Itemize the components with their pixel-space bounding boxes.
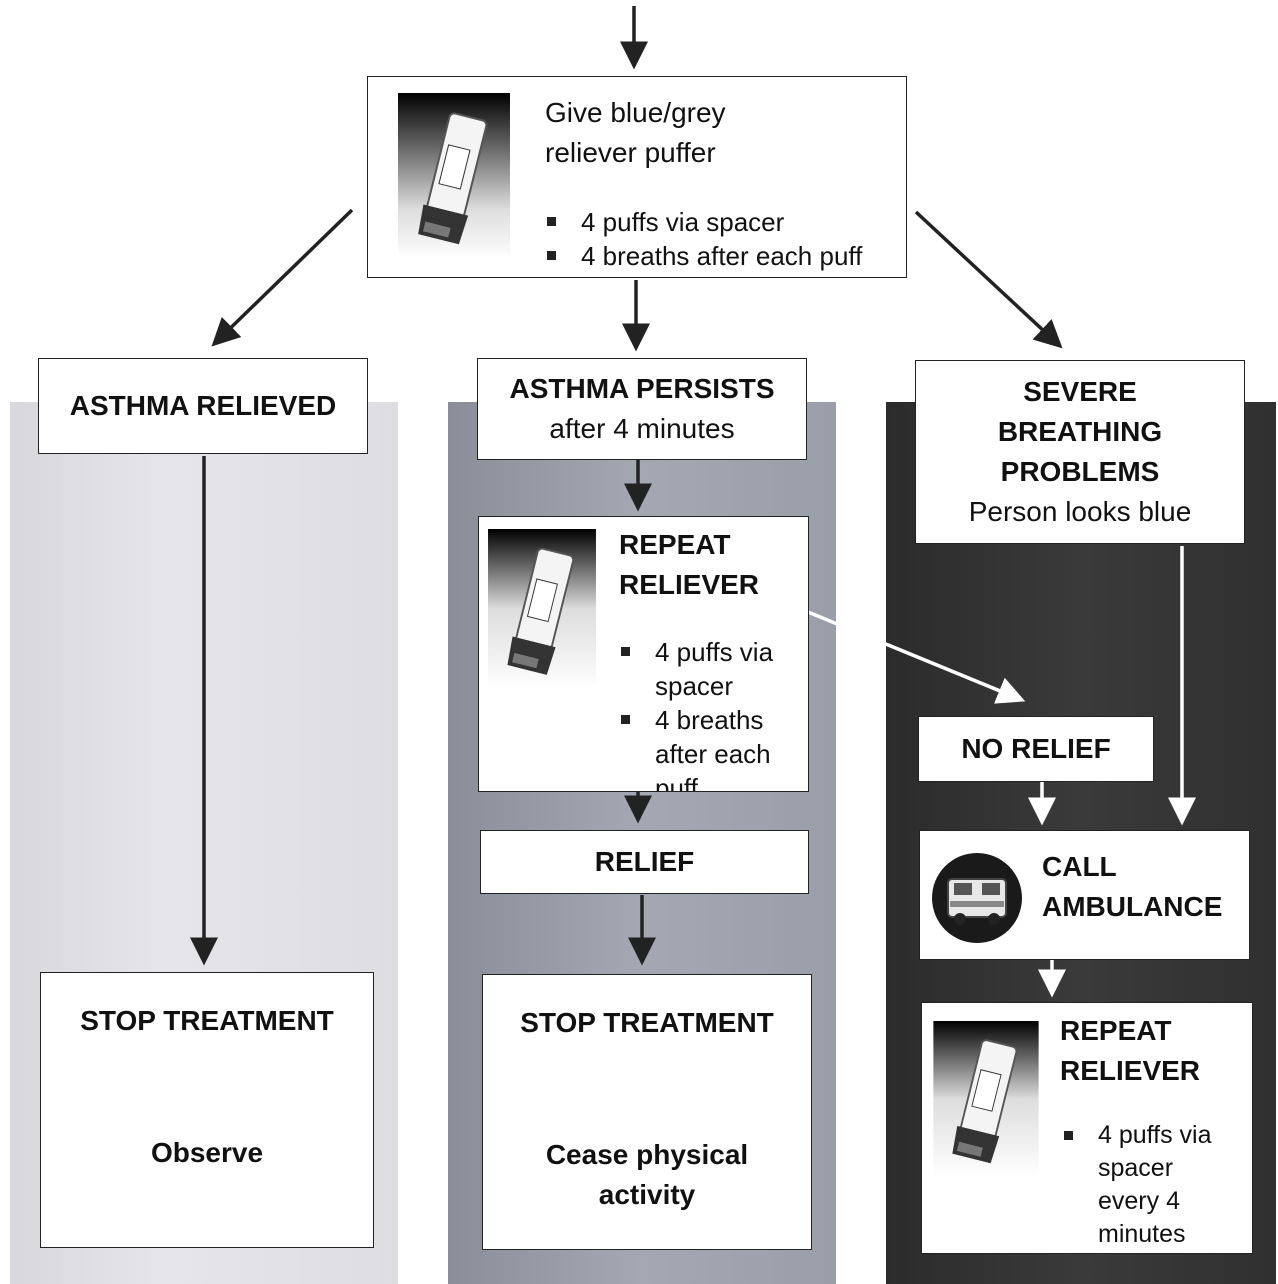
arrow-to-severe <box>914 210 1063 349</box>
give-reliever-title-line1: Give blue/grey <box>545 97 726 128</box>
relief-box: RELIEF <box>480 830 809 894</box>
give-reliever-box: Give blue/grey reliever puffer 4 puffs v… <box>367 76 907 278</box>
right-repeat-bullets: 4 puffs via spacer every 4 minutes <box>1062 1119 1226 1251</box>
middle-repeat-reliever-box: REPEAT RELIEVER 4 puffs via spacer 4 bre… <box>478 516 809 792</box>
asthma-persists-box: ASTHMA PERSISTS after 4 minutes <box>477 358 807 460</box>
stop-treatment-title: STOP TREATMENT <box>520 1007 774 1038</box>
right-repeat-line2: RELIEVER <box>1060 1055 1201 1086</box>
relief-label: RELIEF <box>594 846 695 877</box>
bullet-puffs: 4 puffs via spacer <box>545 205 862 239</box>
asthma-persists-label: ASTHMA PERSISTS <box>509 373 775 404</box>
asthma-relieved-label: ASTHMA RELIEVED <box>69 390 337 421</box>
after-minutes-label: after 4 minutes <box>549 413 735 444</box>
middle-stop-treatment-box: STOP TREATMENT Cease physical activity <box>482 974 812 1250</box>
call-line2: AMBULANCE <box>1042 891 1223 922</box>
call-ambulance-label: CALL AMBULANCE <box>1042 847 1222 927</box>
give-reliever-bullets: 4 puffs via spacer 4 breaths after each … <box>545 205 862 273</box>
arrow-repeat-to-no-relief <box>807 610 1026 704</box>
arrow-to-relieved <box>211 208 354 347</box>
middle-repeat-bullets: 4 puffs via spacer 4 breaths after each … <box>619 635 787 791</box>
cease-activity-line1: Cease physical <box>545 1139 749 1170</box>
call-ambulance-box: CALL AMBULANCE <box>919 830 1250 960</box>
bullet-breaths: 4 breaths after each puff <box>545 239 862 273</box>
cease-activity-line2: activity <box>598 1179 696 1210</box>
observe-note: Observe <box>150 1137 264 1168</box>
no-relief-label: NO RELIEF <box>961 733 1111 764</box>
ambulance-icon <box>932 853 1022 943</box>
middle-repeat-title: REPEAT RELIEVER <box>619 525 759 605</box>
bullet-breaths: 4 breaths after each puff <box>619 703 787 791</box>
severe-line1: SEVERE <box>1023 376 1137 407</box>
inhaler-icon <box>488 529 596 689</box>
give-reliever-title: Give blue/grey reliever puffer <box>545 93 726 173</box>
right-repeat-line1: REPEAT <box>1060 1015 1172 1046</box>
severe-line3: PROBLEMS <box>1000 456 1160 487</box>
stop-treatment-title: STOP TREATMENT <box>80 1005 334 1036</box>
left-stop-treatment-box: STOP TREATMENT Observe <box>40 972 374 1248</box>
asthma-relieved-box: ASTHMA RELIEVED <box>38 358 368 454</box>
bullet-puffs-every: 4 puffs via spacer every 4 minutes <box>1062 1119 1226 1251</box>
inhaler-icon <box>933 1021 1039 1177</box>
middle-repeat-line1: REPEAT <box>619 529 731 560</box>
give-reliever-title-line2: reliever puffer <box>545 137 716 168</box>
person-looks-blue-label: Person looks blue <box>968 496 1192 527</box>
call-line1: CALL <box>1042 851 1117 882</box>
severe-line2: BREATHING <box>997 416 1163 447</box>
inhaler-icon <box>398 93 510 259</box>
severe-breathing-box: SEVERE BREATHING PROBLEMS Person looks b… <box>915 360 1245 544</box>
right-repeat-reliever-box: REPEAT RELIEVER 4 puffs via spacer every… <box>921 1002 1253 1254</box>
right-repeat-title: REPEAT RELIEVER <box>1060 1011 1200 1091</box>
bullet-puffs: 4 puffs via spacer <box>619 635 787 703</box>
cease-activity-note: Cease physical activity <box>483 1135 811 1215</box>
no-relief-box: NO RELIEF <box>918 716 1154 782</box>
middle-repeat-line2: RELIEVER <box>619 569 760 600</box>
